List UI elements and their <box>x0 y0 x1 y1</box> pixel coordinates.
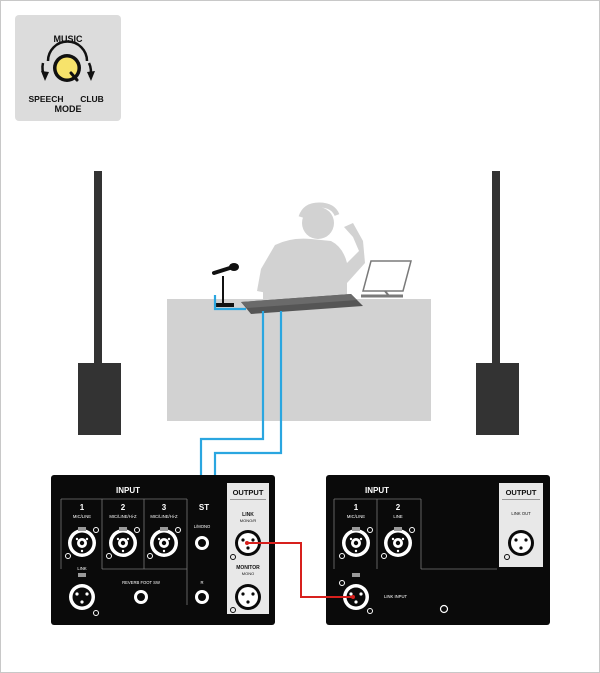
right-link-input-xlr-jack <box>339 573 373 614</box>
left-ch3-label: MIC/LINE/Hi-Z <box>150 514 178 519</box>
left-monitor-label: MONITOR <box>236 565 260 571</box>
mode-badge: MUSIC SPEECH CLUB MODE <box>15 15 121 121</box>
mode-club-label: CLUB <box>80 94 104 104</box>
left-link-xlr-jack <box>69 573 99 616</box>
mode-speech-label: SPEECH <box>29 94 64 104</box>
right-ch1-label: MIC/LINE <box>347 514 365 519</box>
left-link-out-sub: MONO/R <box>240 518 257 523</box>
speaker-left-sub <box>78 363 121 435</box>
right-ch2-combo-jack <box>381 527 415 559</box>
left-monitor-sub: MONO <box>242 571 254 576</box>
speaker-right-sub <box>476 363 519 435</box>
speaker-right <box>476 171 519 435</box>
left-st-r-label: R <box>200 580 203 585</box>
right-link-input-label: LINK INPUT <box>384 594 407 599</box>
left-st-l-label: L/MONO <box>194 524 211 529</box>
left-st-r-jack <box>195 590 209 604</box>
left-output-section: OUTPUT LINK MONO/R MONITOR MONO <box>227 483 269 614</box>
right-output-section: OUTPUT LINK OUT <box>499 483 543 567</box>
left-ch2-label: MIC/LINE/Hi-Z <box>109 514 137 519</box>
mode-dial-icon <box>41 40 95 82</box>
left-monitor-xlr-jack <box>230 584 261 613</box>
mixer-panel-right: INPUT 1 MIC/LINE 2 LINE OUTPUT <box>326 475 550 625</box>
left-ch2-combo-jack <box>106 527 140 559</box>
left-st-number: ST <box>199 503 209 512</box>
speaker-left-column <box>94 171 102 366</box>
left-link-out-label: LINK <box>242 512 254 518</box>
left-output-title: OUTPUT <box>233 488 264 497</box>
right-ground-screw <box>439 604 449 614</box>
left-input-title: INPUT <box>116 486 140 495</box>
left-ch1-label: MIC/LINE <box>73 514 91 519</box>
right-ch1-combo-jack <box>339 527 373 559</box>
left-link-label: LINK <box>77 566 87 571</box>
left-ch2-number: 2 <box>121 503 126 512</box>
cable-red-link <box>247 542 353 598</box>
right-ch2-number: 2 <box>396 503 401 512</box>
left-ch1-number: 1 <box>80 503 85 512</box>
left-ch3-number: 3 <box>162 503 167 512</box>
right-link-out-label: LINK OUT <box>511 511 531 516</box>
left-st-l-jack <box>195 536 209 550</box>
speaker-right-column <box>492 171 500 366</box>
left-ch3-combo-jack <box>147 527 181 559</box>
right-ch1-number: 1 <box>354 503 359 512</box>
right-input-title: INPUT <box>365 486 389 495</box>
left-reverb-label: REVERB FOOT SW <box>122 580 160 585</box>
mode-label: MODE <box>55 104 82 114</box>
dj-figure <box>257 202 365 299</box>
right-ch2-label: LINE <box>393 514 403 519</box>
mixer-panel-left: INPUT 1 MIC/LINE 2 MIC/LINE/Hi-Z 3 MIC/L… <box>51 475 275 625</box>
laptop-icon <box>361 260 412 298</box>
right-output-title: OUTPUT <box>506 488 537 497</box>
mode-music-label: MUSIC <box>54 34 84 44</box>
speaker-left <box>78 171 121 435</box>
left-reverb-jack <box>134 590 148 604</box>
microphone-icon <box>212 263 239 307</box>
right-link-out-xlr-jack <box>504 530 534 560</box>
dj-table <box>167 299 431 421</box>
left-ch1-combo-jack <box>65 527 99 559</box>
